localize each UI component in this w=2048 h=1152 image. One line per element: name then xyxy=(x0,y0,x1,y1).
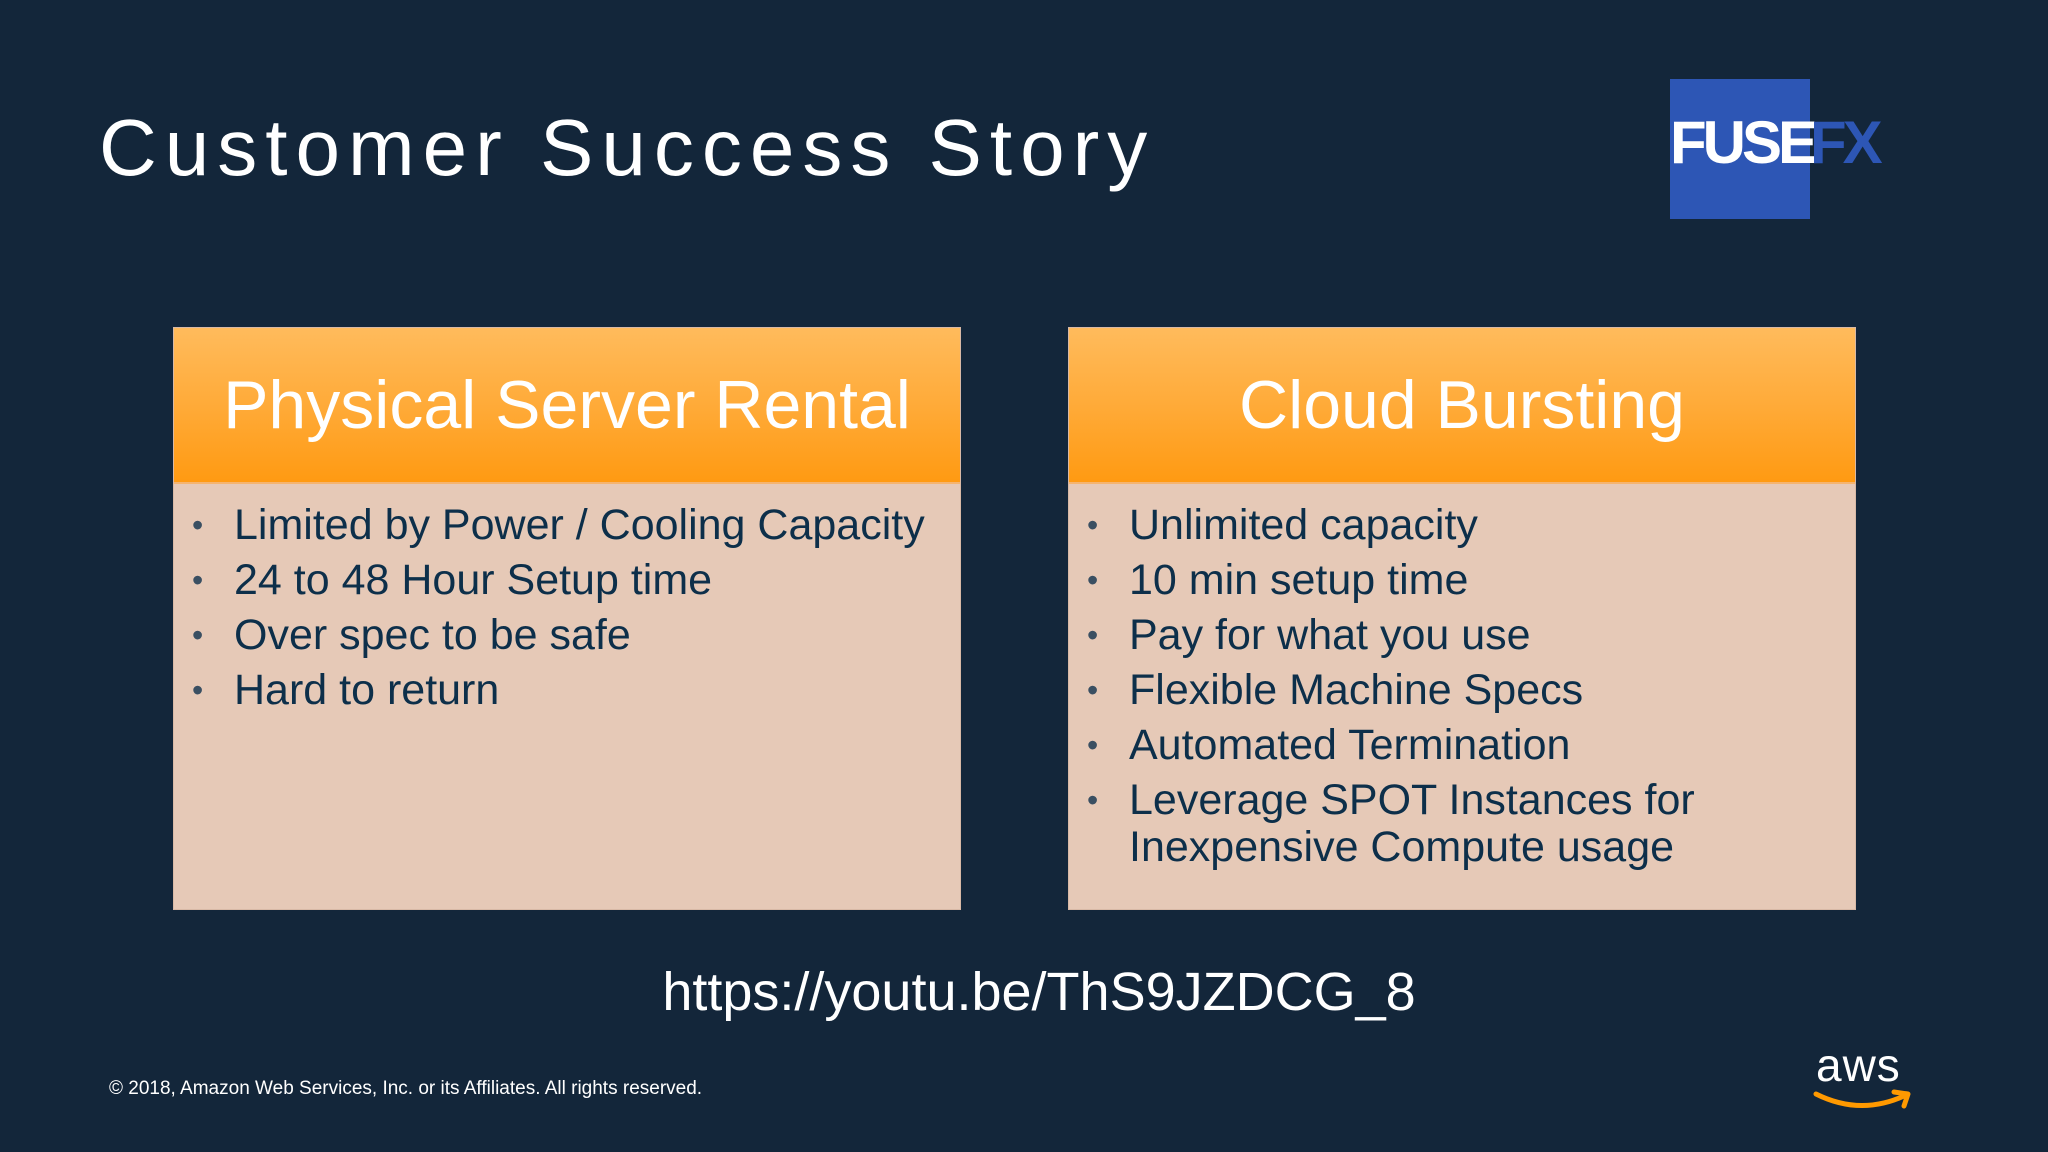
aws-logo: aws xyxy=(1810,1042,1920,1112)
list-item: • Pay for what you use xyxy=(1069,612,1855,659)
bullet-list: • Limited by Power / Cooling Capacity • 24… xyxy=(174,484,960,714)
bullet-text: 10 min setup time xyxy=(1129,556,1469,604)
bullet-text: 24 to 48 Hour Setup time xyxy=(234,556,713,604)
logo-block xyxy=(1670,79,1810,219)
bullet-text: Flexible Machine Specs xyxy=(1129,666,1584,714)
bullet-list: • Unlimited capacity • 10 min setup time •… xyxy=(1069,484,1855,871)
list-item: • Hard to return xyxy=(174,667,960,714)
bullet-icon: • xyxy=(1087,617,1099,653)
bullet-icon: • xyxy=(1087,562,1099,598)
bullet-icon: • xyxy=(1087,727,1099,763)
copyright-notice: © 2018, Amazon Web Services, Inc. or its… xyxy=(109,1078,703,1099)
bullet-text: Pay for what you use xyxy=(1129,611,1531,659)
bullet-icon: • xyxy=(192,672,204,708)
aws-logo-text: aws xyxy=(1816,1039,1901,1091)
bullet-text: Limited by Power / Cooling Capacity xyxy=(234,501,925,549)
panel-cloud-bursting: Cloud Bursting • Unlimited capacity • 10 m… xyxy=(1069,328,1855,909)
bullet-icon: • xyxy=(1087,672,1099,708)
bullet-icon: • xyxy=(192,562,204,598)
list-item: • 24 to 48 Hour Setup time xyxy=(174,557,960,604)
bullet-text: Hard to return xyxy=(234,666,500,714)
bullet-icon: • xyxy=(1087,782,1099,818)
panel-header: Cloud Bursting xyxy=(1069,328,1855,484)
list-item: • Unlimited capacity xyxy=(1069,502,1855,549)
logo-primary-text: FUSE xyxy=(1670,109,1818,176)
bullet-text: Leverage SPOT Instances for Inexpensive … xyxy=(1129,776,1695,871)
list-item: • Leverage SPOT Instances for Inexpensive… xyxy=(1069,777,1855,871)
list-item: • Automated Termination xyxy=(1069,722,1855,769)
panel-physical-server-rental: Physical Server Rental • Limited by Power… xyxy=(174,328,960,909)
bullet-icon: • xyxy=(192,617,204,653)
bullet-icon: • xyxy=(192,507,204,543)
logo-secondary-text: FX xyxy=(1810,109,1883,176)
video-url-text[interactable]: https://youtu.be/ThS9JZDCG_8 xyxy=(662,962,1416,1022)
video-url[interactable]: https://youtu.be/ThS9JZDCG_8 xyxy=(0,965,2048,1019)
fusefx-logo: FUSE FX xyxy=(1670,79,1886,219)
slide-title: Customer Success Story xyxy=(99,103,1156,192)
aws-smile-icon xyxy=(1813,1089,1911,1109)
bullet-text: Over spec to be safe xyxy=(234,611,631,659)
bullet-text: Automated Termination xyxy=(1129,721,1571,769)
panel-header: Physical Server Rental xyxy=(174,328,960,484)
bullet-icon: • xyxy=(1087,507,1099,543)
list-item: • 10 min setup time xyxy=(1069,557,1855,604)
list-item: • Over spec to be safe xyxy=(174,612,960,659)
list-item: • Limited by Power / Cooling Capacity xyxy=(174,502,960,549)
bullet-text: Unlimited capacity xyxy=(1129,501,1478,549)
list-item: • Flexible Machine Specs xyxy=(1069,667,1855,714)
